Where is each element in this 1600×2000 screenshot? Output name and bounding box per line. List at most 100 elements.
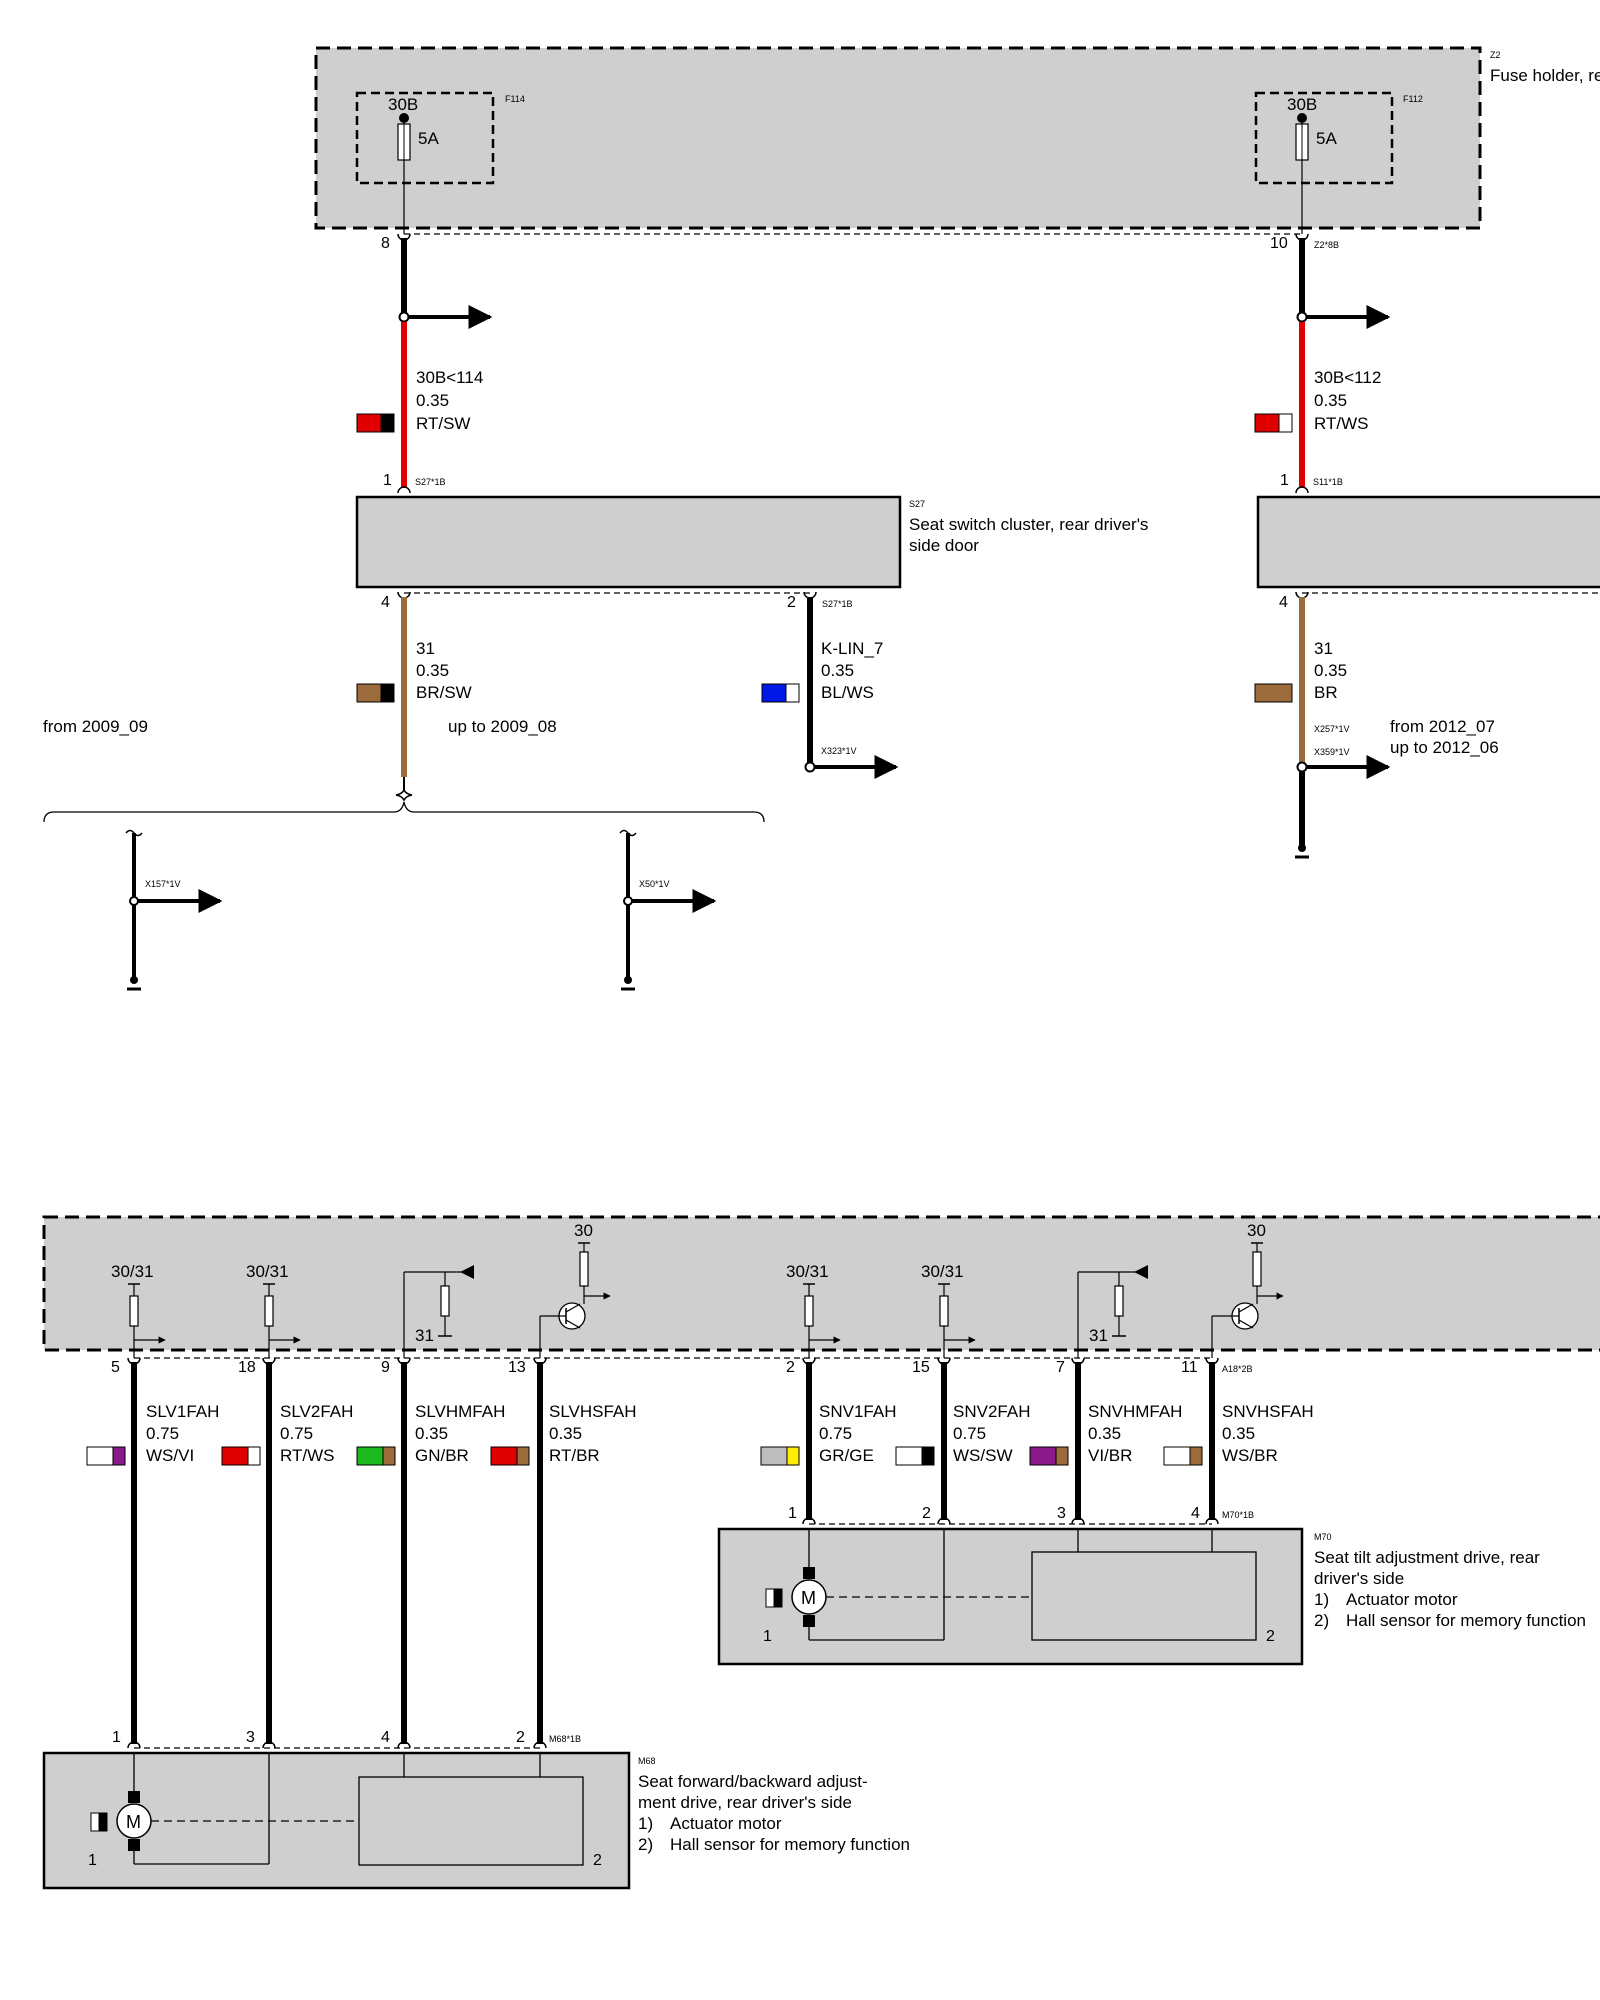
wire-30b-112-name: 30B<112 xyxy=(1314,368,1381,387)
m70-pin-4: 4 xyxy=(1191,1505,1200,1522)
m70-motor-symbol: M xyxy=(801,1588,816,1608)
m68-motor-symbol: M xyxy=(126,1812,141,1832)
a18-pin-2: 2 xyxy=(786,1359,795,1376)
m70-motor-num: 1 xyxy=(763,1628,772,1645)
m70-pin-3: 3 xyxy=(1057,1505,1066,1522)
s27-desc-1: Seat switch cluster, rear driver's xyxy=(909,515,1148,534)
hall-supply-pin18: 30/31 xyxy=(246,1262,301,1358)
conn-m70-1b: M70*1B xyxy=(1222,1510,1254,1520)
wire-snvhmfah-size: 0.35 xyxy=(1088,1424,1121,1443)
variant-from-2009: from 2009_09 xyxy=(43,717,148,736)
wire-30b-114: 8 30B<114 0.35 RT/SW xyxy=(356,233,493,488)
wire-ground-left: 31 0.35 BR/SW xyxy=(356,597,472,790)
m70-pin-2: 2 xyxy=(922,1505,931,1522)
fuse-holder-z2: Z2 Fuse holder, re xyxy=(314,46,1600,230)
m68-item-2-text: Hall sensor for memory function xyxy=(670,1835,910,1854)
hall-signal-pin7: 31 xyxy=(1077,1265,1148,1358)
wire-k-lin-7: K-LIN_7 0.35 BL/WS X323*1V xyxy=(761,597,899,779)
wire-snv2fah-color: WS/SW xyxy=(953,1446,1013,1465)
m68-desc-1: Seat forward/backward adjust- xyxy=(638,1772,868,1791)
m68-item-2-num: 2) xyxy=(638,1835,653,1854)
lin-color: BL/WS xyxy=(821,683,874,702)
conn-x50: X50*1V xyxy=(639,879,670,889)
wire-slvhmfah: 9 SLVHMFAH 0.35 GN/BR xyxy=(356,1357,505,1744)
switch-cluster-s27: 1 S27*1B S27 Seat switch cluster, rear d… xyxy=(355,472,1148,611)
a18-pin-18: 18 xyxy=(238,1359,256,1376)
m70-item-1-text: Actuator motor xyxy=(1346,1590,1458,1609)
variant-x157: X157*1V xyxy=(125,829,223,991)
a18-pin-7: 7 xyxy=(1056,1359,1065,1376)
hall-supply-pin5: 30/31 xyxy=(111,1262,166,1358)
wire-slv2fah-size: 0.75 xyxy=(280,1424,313,1443)
lin-size: 0.35 xyxy=(821,661,854,680)
variant-from-2012: from 2012_07 xyxy=(1390,717,1495,736)
wire-slvhmfah-color: GN/BR xyxy=(415,1446,469,1465)
s27-conn-top: S27*1B xyxy=(415,477,446,487)
fuse-f112-terminal: 30B xyxy=(1287,95,1317,114)
fuse-f114-id: F114 xyxy=(505,94,525,104)
conn-x157: X157*1V xyxy=(145,879,181,889)
pin-8: 8 xyxy=(381,235,390,252)
ground-label-pin7: 31 xyxy=(1089,1326,1108,1345)
m70-desc-2: driver's side xyxy=(1314,1569,1404,1588)
z2-description: Fuse holder, re xyxy=(1490,66,1600,85)
pin-10: 10 xyxy=(1270,235,1288,252)
variant-brace: from 2009_09 up to 2009_08 xyxy=(43,717,765,823)
gnd-left-color: BR/SW xyxy=(416,683,472,702)
a18-pin-13: 13 xyxy=(508,1359,526,1376)
wire-slv1fah-size: 0.75 xyxy=(146,1424,179,1443)
fuse-f114-rating: 5A xyxy=(418,129,439,148)
variant-upto-2012: up to 2012_06 xyxy=(1390,738,1499,757)
wire-snv2fah-size: 0.75 xyxy=(953,1424,986,1443)
supply-label-pin18: 30/31 xyxy=(246,1262,289,1281)
hall-supply-pin2: 30/31 xyxy=(786,1262,841,1358)
wire-snvhmfah-color: VI/BR xyxy=(1088,1446,1132,1465)
fuse-f112: 30B 5A F112 xyxy=(1254,91,1423,234)
m68-sensor-num: 2 xyxy=(593,1852,602,1869)
wire-slvhsfah: 13 SLVHSFAH 0.35 RT/BR xyxy=(490,1357,637,1744)
conn-x359: X359*1V xyxy=(1314,747,1350,757)
wire-slv1fah-name: SLV1FAH xyxy=(146,1402,219,1421)
hall-signal-pin9: 31 xyxy=(403,1265,474,1358)
m68-pin-4: 4 xyxy=(381,1729,390,1746)
s27-conn-bottom: S27*1B xyxy=(822,599,853,609)
wire-slv1fah: 5 SLV1FAH 0.75 WS/VI xyxy=(86,1357,219,1744)
wire-slvhsfah-size: 0.35 xyxy=(549,1424,582,1443)
gnd-right-name: 31 xyxy=(1314,639,1333,658)
fuse-f112-id: F112 xyxy=(1403,94,1423,104)
s27-id: S27 xyxy=(909,499,925,509)
fuse-f114-terminal: 30B xyxy=(388,95,418,114)
conn-m68-1b: M68*1B xyxy=(549,1734,581,1744)
m68-pin-2: 2 xyxy=(516,1729,525,1746)
m70-item-2-text: Hall sensor for memory function xyxy=(1346,1611,1586,1630)
supply-label-pin13: 30 xyxy=(574,1221,593,1240)
ground-label-pin9: 31 xyxy=(415,1326,434,1345)
wire-30b-112: 10 Z2*8B 30B<112 0.35 RT/WS xyxy=(1254,233,1391,488)
wire-30b-114-size: 0.35 xyxy=(416,391,449,410)
m68-motor-num: 1 xyxy=(88,1852,97,1869)
gnd-left-name: 31 xyxy=(416,639,435,658)
wire-snv1fah-color: GR/GE xyxy=(819,1446,874,1465)
actuator-m68: 1 3 4 2 M68*1B M 1 2 M68 Seat forward/ba… xyxy=(42,1729,910,1890)
transistor-supply-pin11: 30 xyxy=(1211,1221,1284,1358)
fuse-f112-rating: 5A xyxy=(1316,129,1337,148)
wire-snv1fah: 2 SNV1FAH 0.75 GR/GE xyxy=(760,1357,896,1520)
gnd-right-color: BR xyxy=(1314,683,1338,702)
actuator-m70: 1 2 3 4 M70*1B M 1 2 M70 Seat tilt adjus… xyxy=(717,1505,1586,1666)
switch-cluster-s11: 1 S11*1B 4 xyxy=(1256,472,1600,611)
conn-x257: X257*1V xyxy=(1314,724,1350,734)
wire-30b-114-name: 30B<114 xyxy=(416,368,483,387)
wire-ground-right: 31 0.35 BR X257*1V X359*1V from 2012_07 … xyxy=(1254,597,1499,859)
lin-name: K-LIN_7 xyxy=(821,639,883,658)
a18-pin-11: 11 xyxy=(1181,1359,1198,1376)
supply-label-pin2: 30/31 xyxy=(786,1262,829,1281)
z2-id: Z2 xyxy=(1490,50,1501,60)
gnd-left-size: 0.35 xyxy=(416,661,449,680)
wire-30b-114-color: RT/SW xyxy=(416,414,470,433)
a18-pin-5: 5 xyxy=(111,1359,120,1376)
supply-label-pin11: 30 xyxy=(1247,1221,1266,1240)
wire-snv2fah: 15 SNV2FAH 0.75 WS/SW xyxy=(895,1357,1030,1520)
m70-item-1-num: 1) xyxy=(1314,1590,1329,1609)
variant-x50: X50*1V xyxy=(619,829,717,991)
